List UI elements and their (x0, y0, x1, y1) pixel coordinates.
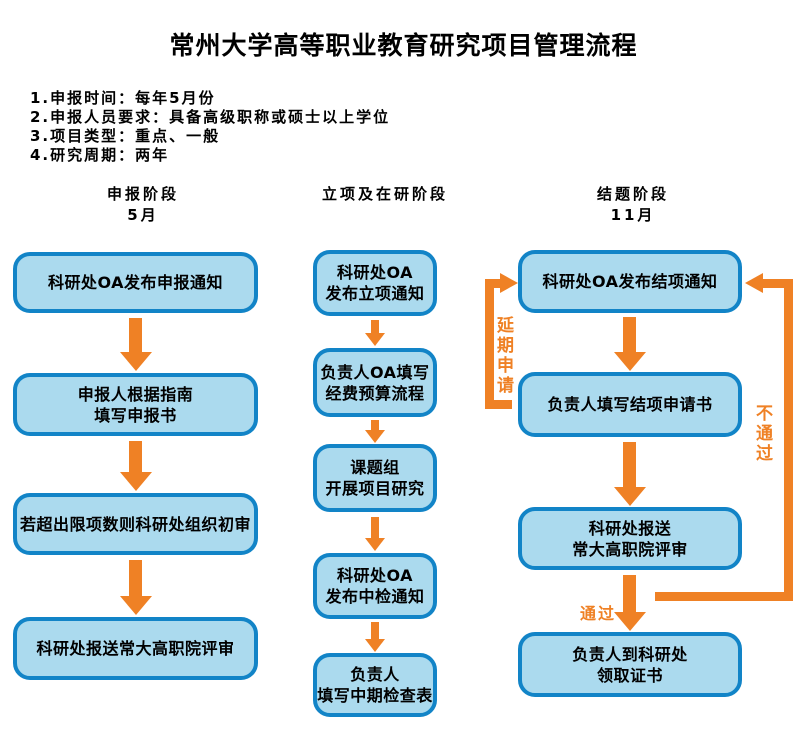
box-text: 发布中检通知 (325, 587, 425, 606)
box-text: 科研处OA (336, 263, 414, 282)
box-text: 负责人填写结项申请书 (547, 395, 713, 414)
down-arrow-icon (623, 575, 636, 612)
stage-header-label: 立项及在研阶段 (321, 185, 448, 203)
note-line: 2.申报人员要求：具备高级职称或硕士以上学位 (30, 108, 391, 126)
box-oa-midterm-notice: 科研处OA 发布中检通知 (313, 553, 437, 619)
label-fail: 不通过 (752, 404, 772, 464)
box-text: 负责人OA填写 (320, 362, 430, 382)
loop-segment (485, 400, 512, 409)
box-text: 经费预算流程 (325, 383, 425, 403)
box-text: 若超出限项数则科研处组织初审 (19, 514, 251, 534)
box-text: 领取证书 (596, 665, 663, 685)
box-midterm-form: 负责人 填写中期检查表 (313, 653, 437, 717)
down-arrow-icon (371, 517, 379, 538)
stage-header-approval: 立项及在研阶段 (300, 184, 470, 205)
box-text: 填写申报书 (94, 405, 177, 425)
label-pass: 通过 (580, 604, 617, 623)
box-text: 科研处OA发布结项通知 (542, 272, 718, 291)
page-title: 常州大学高等职业教育研究项目管理流程 (169, 31, 638, 60)
stage-header-application: 申报阶段 5月 (58, 184, 228, 226)
note-line: 4.研究周期：两年 (30, 146, 170, 164)
left-arrowhead-icon (745, 273, 763, 293)
loop-segment (655, 592, 793, 601)
stage-header-month: 5月 (127, 206, 159, 224)
down-arrow-icon (623, 317, 636, 352)
box-text: 申报人根据指南 (77, 384, 194, 404)
box-text: 科研处OA发布申报通知 (47, 273, 224, 292)
box-conclusion-review: 科研处报送 常大高职院评审 (518, 507, 742, 570)
box-budget-process: 负责人OA填写 经费预算流程 (313, 348, 437, 417)
down-arrow-icon (129, 560, 142, 596)
box-oa-conclusion-notice: 科研处OA发布结项通知 (518, 250, 742, 313)
stage-header-month: 11月 (610, 206, 656, 224)
stage-header-conclusion: 结题阶段 11月 (548, 184, 718, 226)
down-arrow-icon (371, 320, 379, 333)
box-text: 开展项目研究 (325, 479, 425, 498)
down-arrow-icon (129, 441, 142, 472)
stage-header-label: 结题阶段 (596, 185, 669, 203)
box-fill-application: 申报人根据指南 填写申报书 (13, 373, 258, 436)
box-oa-apply-notice: 科研处OA发布申报通知 (13, 252, 258, 313)
box-conclusion-application: 负责人填写结项申请书 (518, 372, 742, 437)
loop-segment (763, 279, 793, 288)
box-submit-review: 科研处报送常大高职院评审 (13, 617, 258, 680)
box-text: 负责人到科研处 (572, 644, 688, 664)
box-text: 科研处报送 (588, 518, 672, 538)
box-text: 负责人 (350, 665, 400, 684)
note-line: 1.申报时间：每年5月份 (30, 89, 216, 107)
loop-segment (485, 281, 494, 409)
down-arrow-icon (129, 318, 142, 352)
down-arrow-icon (371, 420, 379, 430)
box-text: 发布立项通知 (325, 284, 425, 303)
loop-segment (485, 279, 500, 288)
down-arrow-icon (371, 622, 379, 639)
box-text: 科研处报送常大高职院评审 (36, 639, 235, 658)
right-arrowhead-icon (500, 273, 518, 293)
box-oa-approval-notice: 科研处OA 发布立项通知 (313, 250, 437, 316)
box-text: 课题组 (350, 458, 400, 477)
box-text: 填写中期检查表 (317, 686, 433, 705)
stage-header-label: 申报阶段 (106, 185, 179, 203)
loop-segment (784, 281, 793, 597)
note-line: 3.项目类型：重点、一般 (30, 127, 221, 145)
down-arrow-icon (623, 442, 636, 487)
box-research-group: 课题组 开展项目研究 (313, 444, 437, 512)
box-certificate: 负责人到科研处 领取证书 (518, 632, 742, 697)
box-text: 科研处OA (336, 566, 414, 585)
label-extension: 延期申请 (493, 316, 513, 396)
notes-block: 1.申报时间：每年5月份 2.申报人员要求：具备高级职称或硕士以上学位 3.项目… (30, 89, 390, 165)
box-preliminary-review: 若超出限项数则科研处组织初审 (13, 493, 258, 555)
box-text: 常大高职院评审 (572, 539, 688, 559)
